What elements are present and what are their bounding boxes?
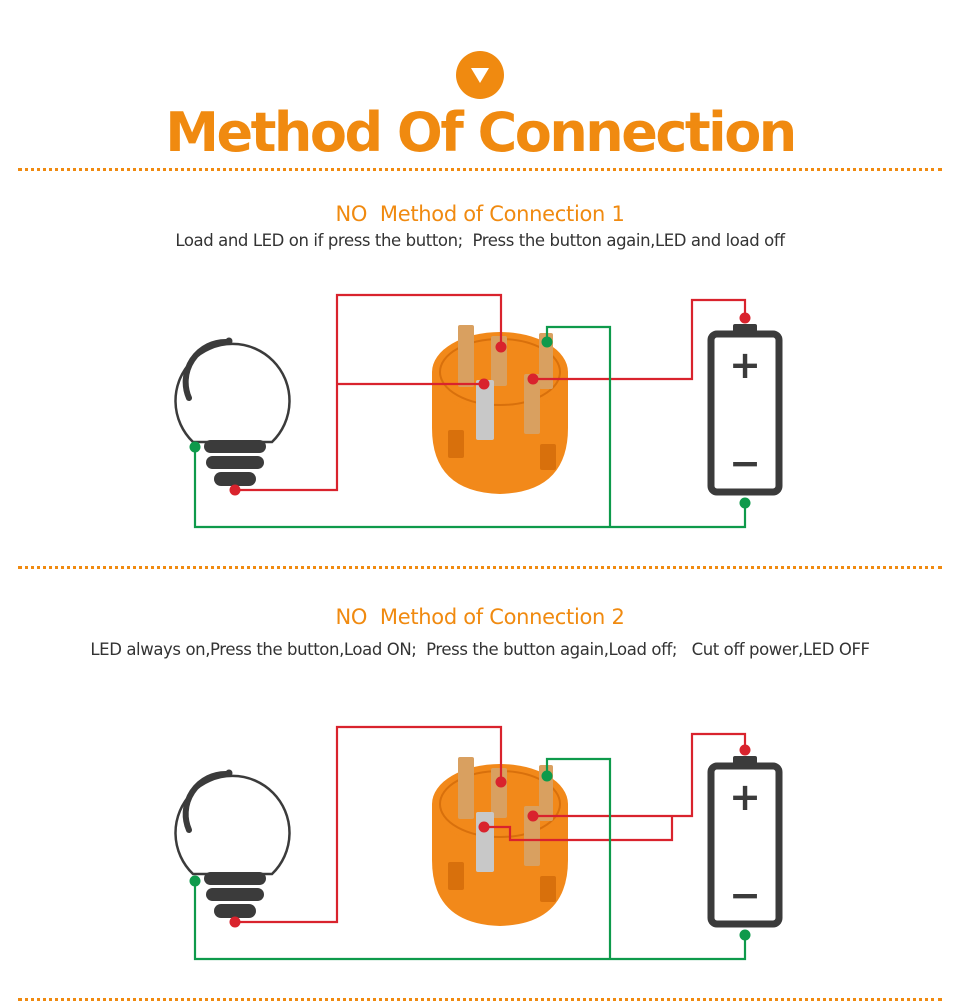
bulb-glare (182, 770, 229, 833)
wires (193, 725, 747, 961)
bulb-glass (174, 774, 291, 876)
battery-minus: − (729, 441, 761, 485)
wire-green-switch-to-return (545, 757, 612, 959)
battery-plus: + (729, 775, 761, 819)
dot-battery-red (739, 744, 751, 756)
wire-red-pin-to-battery (533, 732, 747, 818)
connection-points (189, 312, 751, 509)
bulb-glare-dot (225, 769, 233, 777)
section-2-description: LED always on,Press the button,Load ON; … (90, 640, 870, 659)
dot-bulb-red (229, 484, 241, 496)
battery-body (707, 330, 783, 496)
battery-plus: + (729, 343, 761, 387)
bulb-base-ring-3 (214, 904, 256, 918)
wire-red-pin-loop (484, 816, 674, 842)
battery-icon: + − (707, 324, 783, 496)
wire-red-switch-to-battery (533, 298, 747, 381)
terminal-front-left (476, 812, 494, 872)
bulb-glass (174, 342, 291, 444)
divider-middle (18, 566, 942, 569)
wiring-diagram-1: + − (174, 293, 783, 529)
bulb-base-ring-3 (214, 472, 256, 486)
down-triangle-icon (456, 51, 504, 99)
dot-switch-green (541, 336, 553, 348)
bulb-glare (182, 338, 229, 401)
connection-points (189, 744, 751, 941)
section-1-description: Load and LED on if press the button; Pre… (175, 231, 785, 250)
bulb-glare-dot (225, 337, 233, 345)
terminal-back-right (539, 333, 553, 389)
wire-red-bulb-to-switch (235, 293, 503, 492)
section-2-title: NO Method of Connection 2 (335, 605, 625, 629)
wires (193, 293, 747, 529)
section-1-title: NO Method of Connection 1 (335, 202, 625, 226)
switch-side-notch-1 (448, 430, 464, 458)
dot-bulb-green (189, 875, 201, 887)
switch-side-notch-1 (448, 862, 464, 890)
wiring-diagram-2: + − (174, 725, 783, 961)
wire-green-bulb-to-battery (193, 881, 747, 961)
switch-icon (432, 757, 568, 926)
header-icon-triangle (471, 68, 489, 83)
dot-switch-red-left (478, 821, 490, 833)
bulb-base-ring-1 (204, 440, 266, 453)
bulb-base-ring-2 (206, 456, 264, 469)
battery-body (707, 762, 783, 928)
terminal-back-left (458, 757, 474, 819)
switch-side-notch-2 (540, 444, 556, 470)
divider-bottom (18, 998, 942, 1001)
switch-side-notch-2 (540, 876, 556, 902)
dot-battery-green (739, 929, 751, 941)
bulb-icon (174, 769, 291, 918)
dot-switch-red-top (495, 341, 507, 353)
switch-icon (432, 325, 568, 494)
dot-switch-red-right (527, 810, 539, 822)
bulb-icon (174, 337, 291, 486)
terminal-front-right (524, 374, 540, 434)
wire-green-switch-to-return (545, 325, 612, 527)
terminal-front-left (476, 380, 494, 440)
battery-minus: − (729, 873, 761, 917)
terminal-back-mid (491, 768, 507, 818)
dot-switch-red-right (527, 373, 539, 385)
battery-icon: + − (707, 756, 783, 928)
terminal-front-right (524, 806, 540, 866)
dot-switch-red-left (478, 378, 490, 390)
terminal-back-left (458, 325, 474, 387)
dot-bulb-green (189, 441, 201, 453)
page-title: Method Of Connection (165, 101, 797, 164)
wire-red-bulb-to-switch (235, 725, 503, 924)
dot-bulb-red (229, 916, 241, 928)
dot-battery-green (739, 497, 751, 509)
wire-green-bulb-to-battery (193, 447, 747, 529)
bulb-base-ring-1 (204, 872, 266, 885)
dot-switch-red-top (495, 776, 507, 788)
divider-top (18, 168, 942, 171)
dot-switch-green (541, 770, 553, 782)
bulb-base-ring-2 (206, 888, 264, 901)
dot-battery-red (739, 312, 751, 324)
